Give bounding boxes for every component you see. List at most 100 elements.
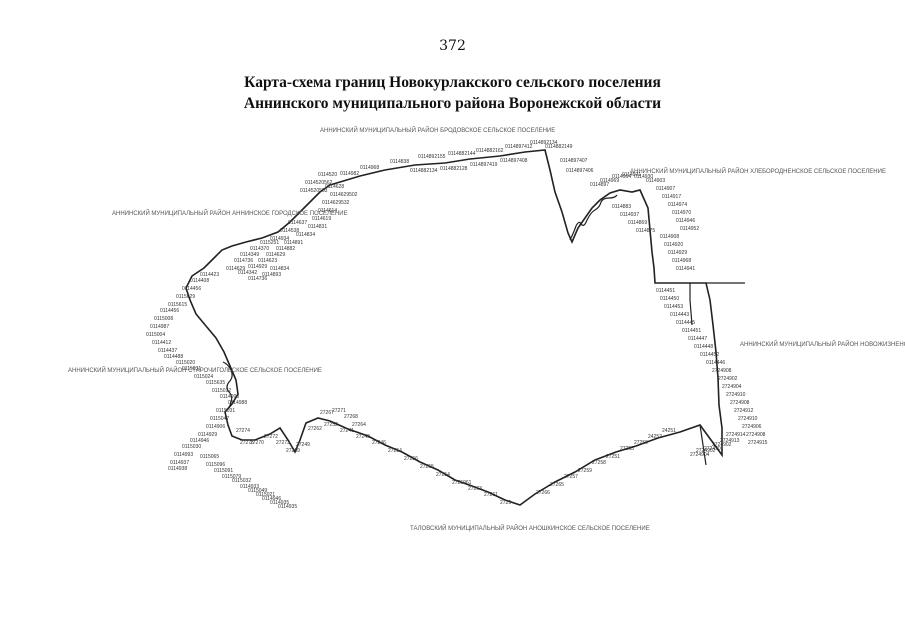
boundary-point-label: 27257 (564, 474, 578, 480)
boundary-point-label: 0115091 (214, 468, 233, 474)
boundary-point-label: 27256 (404, 456, 418, 462)
boundary-point-label: 27273 (276, 440, 290, 446)
boundary-point-label: 0115012 (212, 388, 231, 394)
map-title-line-2: Аннинского муниципального района Воронеж… (243, 95, 662, 112)
boundary-point-label: 0115020 (176, 360, 195, 366)
neighbor-label-east: АННИНСКИЙ МУНИЦИПАЛЬНЫЙ РАЙОН НОВОЖИЗНЕН… (740, 340, 905, 348)
boundary-point-label: 27267 (320, 410, 334, 416)
boundary-point-label: 0114982 (340, 171, 359, 177)
boundary-point-label: 0114929 (668, 250, 687, 256)
neighbor-label-northwest: АННИНСКИЙ МУНИЦИПАЛЬНЫЙ РАЙОН АННИНСКОЕ … (112, 209, 348, 217)
boundary-point-label: 0114623 (258, 258, 277, 264)
boundary-point-label: 0114974 (668, 202, 687, 208)
boundary-point-label: 2724904 (722, 384, 742, 390)
boundary-point-label: 0114614 (318, 208, 337, 214)
boundary-point-label: 0114897408 (500, 158, 528, 164)
boundary-point-label: 24251 (662, 428, 676, 434)
boundary-point-label: 0114834 (296, 232, 315, 238)
boundary-point-label: 0114920 (664, 242, 683, 248)
boundary-point-label: 0114456 (160, 308, 179, 314)
neighbor-label-northeast: АННИНСКИЙ МУНИЦИПАЛЬНЫЙ РАЙОН ХЛЕБОРОДНЕ… (630, 167, 886, 175)
boundary-point-label: 0114897419 (470, 162, 498, 168)
boundary-point-label: 0114448 (694, 344, 713, 350)
boundary-point-label: 0114988 (228, 400, 247, 406)
boundary-point-label: 0114834 (270, 266, 289, 272)
boundary-point-label: 0114637 (288, 220, 307, 226)
boundary-point-label: 0114937 (620, 212, 639, 218)
boundary-point-label: 0114897406 (566, 168, 594, 174)
boundary-point-label: 2724910 (738, 416, 758, 422)
boundary-point-label: 0114629 (226, 266, 245, 272)
boundary-point-label: 27263 (468, 486, 482, 492)
boundary-point-label: 0115635 (206, 380, 225, 386)
boundary-point-label: 0114875 (636, 228, 655, 234)
boundary-point-label: 0114520563 (300, 188, 328, 194)
boundary-point-label: 0115065 (200, 454, 219, 460)
boundary-point-label: 27253 (620, 446, 634, 452)
page-number: 372 (439, 38, 466, 54)
boundary-point-label: 27246 (372, 440, 386, 446)
boundary-point-label: 0115031 (182, 366, 201, 372)
boundary-point-label: 2724914 (726, 432, 746, 438)
boundary-point-label: 2724901 (704, 446, 724, 452)
boundary-point-label: 0114370 (250, 246, 269, 252)
boundary-point-label: 0114938 (168, 466, 187, 472)
boundary-point-label: 0114342 (238, 270, 257, 276)
boundary-point-label: 0114930 (634, 174, 653, 180)
boundary-point-label: 0114892155 (418, 154, 446, 160)
map-title-line-1: Карта-схема границ Новокурлакского сельс… (244, 74, 661, 91)
boundary-point-label: 0114629532 (322, 200, 350, 206)
boundary-point-label: 0114437 (158, 348, 177, 354)
boundary-point-label: 0114970 (672, 210, 691, 216)
boundary-point-label: 0114882144 (448, 151, 476, 157)
boundary-point-label: 0114941 (676, 266, 695, 272)
boundary-point-label: 2725 (500, 500, 511, 506)
boundary-point-label: 0114946 (676, 218, 695, 224)
boundary-point-label: 2724902 (718, 376, 738, 382)
boundary-point-label: 0114869 (628, 220, 647, 226)
boundary-point-label: 0114736 (248, 276, 267, 282)
boundary-point-label: 0114968 (672, 258, 691, 264)
boundary-point-label: 0114946 (190, 438, 209, 444)
boundary-point-label: 2724912 (734, 408, 754, 414)
boundary-point-label: 0114968 (360, 165, 379, 171)
boundary-point-label: 0114423 (200, 272, 219, 278)
boundary-point-label: 0114993 (174, 452, 193, 458)
boundary-point-label: 27275 (240, 440, 254, 446)
boundary-point-label: 27264 (352, 422, 366, 428)
boundary-point-label: 0114488 (164, 354, 183, 360)
boundary-point-label: 0114903 (646, 178, 665, 184)
boundary-point-label: 0114628 (325, 184, 344, 190)
boundary-point-label: 0114452 (700, 352, 719, 358)
boundary-point-label: 27249 (296, 442, 310, 448)
boundary-point-label: 0114453 (664, 304, 683, 310)
boundary-point-label: 2724904 (690, 452, 710, 458)
boundary-line (185, 149, 723, 506)
boundary-point-label: 0115047 (210, 416, 229, 422)
boundary-point-label: 0114964 (612, 174, 631, 180)
neighbor-label-south: ТАЛОВСКИЙ МУНИЦИПАЛЬНЫЙ РАЙОН АНОШКИНСКО… (410, 524, 650, 532)
boundary-point-label: 0114934 (270, 236, 289, 242)
boundary-point-label: 0114993 (220, 394, 239, 400)
boundary-point-label: 0114882162 (476, 148, 504, 154)
boundary-point-label: 27270 (250, 440, 264, 446)
boundary-point-label: 0114451 (682, 328, 701, 334)
boundary-point-label: 0114412 (152, 340, 171, 346)
boundary-point-label: 27271 (332, 408, 346, 414)
boundary-point-label: 0114619 (312, 216, 331, 222)
boundary-point-label: 0114891 (284, 240, 303, 246)
river-line-west (222, 361, 233, 413)
boundary-point-label: 0114882 (276, 246, 295, 252)
east-connector (689, 283, 693, 326)
boundary-point-label: 2724908 (712, 368, 732, 374)
boundary-point-label: 0114933 (240, 484, 259, 490)
boundary-point-label: 0114447 (688, 336, 707, 342)
boundary-point-label: 0115049 (248, 488, 267, 494)
boundary-point-label: 27268 (344, 414, 358, 420)
boundary-point-label: 0114629 (266, 252, 285, 258)
boundary-point-label: 0115004 (146, 332, 165, 338)
boundary-point-label: 0115096 (206, 462, 225, 468)
boundary-point-label: 27252 (324, 422, 338, 428)
boundary-point-label: 27254 (436, 472, 450, 478)
